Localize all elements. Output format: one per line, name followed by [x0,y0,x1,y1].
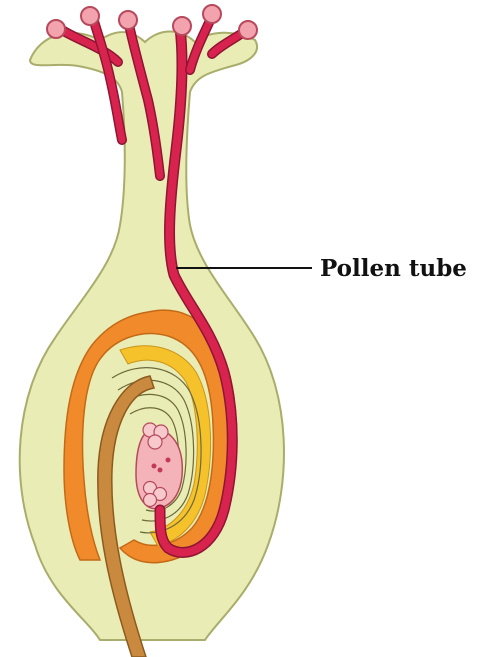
pollen-grain [80,6,100,26]
egg-apparatus [142,422,169,450]
pollen-grain [46,19,66,39]
pollen-tube-label: Pollen tube [320,255,467,282]
pollen-grain [118,10,138,30]
antipodal-cell [142,492,158,508]
inner-integument [119,345,212,547]
pollen-grain [172,16,192,36]
funicle [97,375,155,657]
pollen-grain [202,4,222,24]
pollen-tube-short-3 [124,16,164,180]
pollen-grain [238,20,258,40]
pollen-tubes [57,9,249,558]
pollen-tube-short-1 [58,26,122,66]
polar-nuclei [151,457,171,473]
pollen-tube-short-2 [88,10,126,144]
synergid-cell [147,434,163,450]
antipodal-cells [142,480,168,508]
main-pollen-tube [156,24,237,557]
pollen-grains [46,4,258,40]
